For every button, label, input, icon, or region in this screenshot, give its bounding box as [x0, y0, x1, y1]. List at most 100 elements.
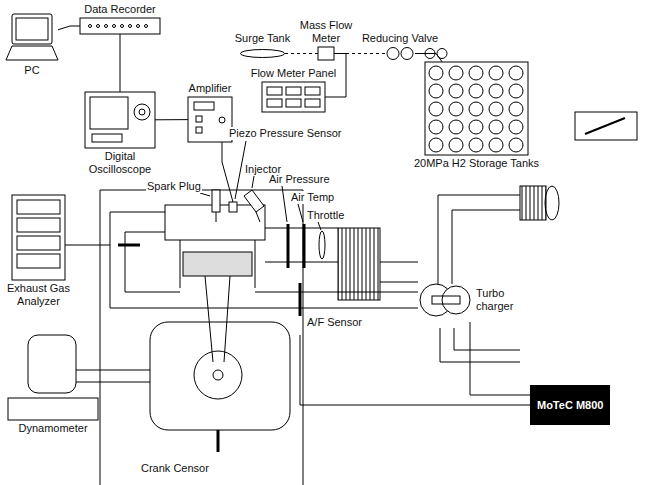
equipment-node: 20MPa H2 Storage Tanks — [425, 62, 528, 155]
storage-tank-rack-part — [509, 102, 523, 116]
spark-plug-symbol — [212, 190, 220, 222]
surge-tank-part — [241, 50, 285, 58]
reducing-valve-part — [401, 48, 413, 60]
device-label: MoTeC M800 — [537, 399, 603, 412]
device-label: Exhaust Gas Analyzer — [3, 282, 75, 308]
equipment-node: Digital Oscilloscope — [85, 92, 155, 148]
device-label: Reducing Valve — [362, 32, 438, 45]
oscilloscope-box-part — [85, 92, 155, 148]
storage-tank-rack-part — [429, 66, 443, 80]
exhaust-gas-analyzer-cabinet-part — [12, 195, 65, 280]
engine-frame — [100, 190, 303, 485]
intake-pipe-part — [303, 224, 306, 268]
intake-pipe-part — [287, 224, 290, 268]
storage-tank-rack-part — [509, 138, 523, 152]
oscilloscope-box-part — [134, 104, 150, 120]
intake-pipe-part — [319, 231, 325, 259]
device-label: Surge Tank — [235, 32, 290, 45]
storage-tank-rack-part — [509, 84, 523, 98]
ecu-wiring — [300, 322, 530, 405]
flow-meter-panel-part — [267, 87, 282, 95]
spark-plug-symbol-part — [216, 212, 217, 222]
storage-tank-rack-part — [425, 62, 528, 155]
spark-plug-symbol-part — [212, 190, 220, 212]
gauge-device — [575, 112, 637, 140]
oscilloscope-box — [85, 92, 155, 148]
piezo-sensor-symbol-part — [222, 142, 233, 202]
air-filter — [438, 186, 559, 284]
cylinder-part — [205, 276, 213, 362]
piezo-sensor-symbol-part — [229, 202, 237, 212]
mass-flow-meter-box-part — [318, 47, 334, 60]
crank-sensor-symbol-part — [217, 430, 220, 452]
gauge-device-part — [585, 118, 625, 134]
part-label: A/F Sensor — [306, 316, 363, 329]
amplifier-box-part — [196, 127, 202, 133]
flow-meter-panel-part — [267, 99, 282, 107]
crankcase-part — [150, 322, 290, 430]
equipment-node: Turbo charger — [418, 272, 472, 328]
device-label: Mass Flow Meter — [295, 19, 357, 45]
exhaust-gas-analyzer-cabinet-part — [17, 236, 60, 250]
connector-line — [155, 119, 188, 120]
storage-tank-rack-part — [489, 102, 503, 116]
device-label: Digital Oscilloscope — [82, 150, 158, 176]
equipment-node: Amplifier — [188, 97, 232, 142]
cylinder-part — [255, 240, 256, 288]
reducing-valve-part — [387, 48, 399, 60]
device-label: 20MPa H2 Storage Tanks — [414, 157, 539, 170]
connector-line — [415, 54, 442, 63]
storage-tank-rack — [425, 62, 528, 155]
data-recorder-box-part — [97, 25, 100, 28]
label-leaders-part — [318, 222, 321, 230]
cylinder-part — [183, 252, 252, 276]
storage-tank-rack-part — [429, 102, 443, 116]
equipment-node: PC — [6, 14, 58, 62]
oscilloscope-box-part — [92, 134, 122, 142]
data-recorder-box-part — [105, 25, 108, 28]
intercooler — [338, 228, 418, 300]
oscilloscope-box-part — [139, 109, 145, 115]
amplifier-box-part — [219, 117, 225, 123]
intake-pipe-part — [265, 262, 338, 263]
amplifier-box-part — [194, 102, 214, 110]
gauge-device-part — [575, 112, 637, 140]
exhaust-pipe-part — [440, 328, 520, 362]
data-recorder-box-part — [89, 25, 92, 28]
oscilloscope-box-part — [90, 97, 128, 129]
mass-flow-meter-box — [318, 47, 334, 60]
storage-tank-rack-part — [469, 84, 483, 98]
exhaust-pipe-part — [110, 212, 418, 308]
equipment-node: Flow Meter Panel — [262, 82, 325, 112]
data-recorder-box-part — [113, 25, 116, 28]
label-leaders-part — [282, 186, 287, 222]
turbocharger-symbol-part — [442, 286, 470, 314]
storage-tank-rack-part — [489, 138, 503, 152]
part-label: Piezo Pressure Sensor — [228, 127, 343, 140]
cylinder-part — [180, 240, 181, 288]
data-recorder-box-part — [137, 25, 140, 28]
intercooler-part — [380, 262, 418, 263]
connector-line — [285, 53, 318, 54]
ecu-wiring-part — [470, 322, 530, 395]
exhaust-pipe-part — [454, 328, 520, 350]
equipment-node: Data Recorder — [80, 18, 160, 34]
injector-symbol — [244, 190, 264, 222]
storage-tank-rack-part — [429, 120, 443, 134]
device-label: Dynamometer — [18, 422, 87, 435]
equipment-node: Mass Flow Meter — [318, 47, 334, 60]
device-label: Amplifier — [189, 82, 232, 95]
flow-meter-panel-part — [262, 82, 325, 112]
storage-tank-rack-part — [449, 66, 463, 80]
injector-symbol-part — [256, 212, 260, 222]
air-filter-part — [438, 195, 520, 284]
pc-laptop-part — [16, 18, 48, 40]
flow-meter-panel-part — [305, 99, 320, 107]
part-label: Air Temp — [290, 191, 335, 204]
storage-tank-rack-part — [449, 138, 463, 152]
exhaust-gas-analyzer-cabinet-part — [65, 245, 110, 246]
storage-tank-rack-part — [449, 120, 463, 134]
device-label: PC — [24, 64, 39, 77]
